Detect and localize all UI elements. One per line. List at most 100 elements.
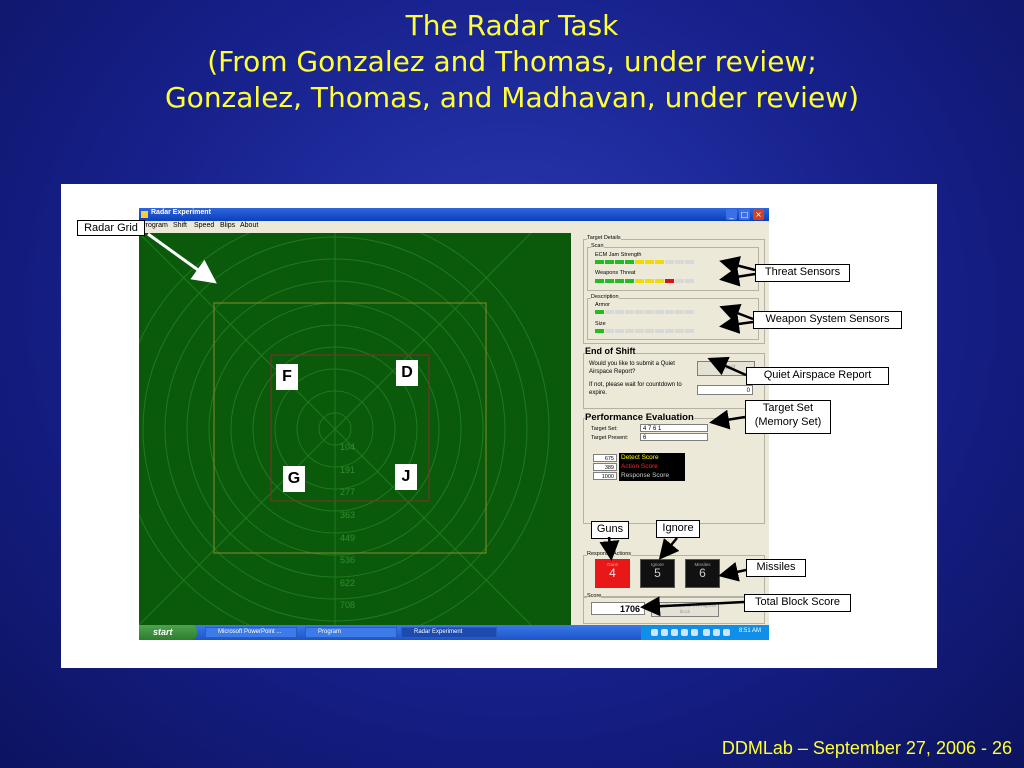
window-titlebar[interactable]: Radar Experiment _ □ × — [139, 208, 769, 221]
size-meter — [595, 329, 694, 333]
meter-segment — [635, 329, 644, 333]
meter-segment — [655, 260, 664, 264]
response-score-label: Response Score — [621, 472, 670, 479]
clear-score-button[interactable]: Clear the Score for In Progress block — [651, 602, 719, 617]
blip-d[interactable]: D — [396, 360, 418, 386]
start-label: start — [153, 627, 173, 637]
guns-label: Guns — [607, 562, 618, 567]
score-label: Score — [587, 593, 602, 599]
callout-weapon-system-sensors: Weapon System Sensors — [753, 311, 902, 329]
meter-segment — [675, 310, 684, 314]
meter-segment — [655, 279, 664, 283]
menu-shift[interactable]: Shift — [173, 222, 188, 229]
meter-segment — [645, 310, 654, 314]
radar-experiment-window: Radar Experiment _ □ × Program Shift Spe… — [139, 208, 769, 640]
title-line-1: The Radar Task — [405, 9, 619, 42]
close-button[interactable]: × — [753, 209, 764, 220]
meter-segment — [655, 310, 664, 314]
missiles-label: Missiles — [694, 562, 711, 567]
meter-segment — [635, 260, 644, 264]
range-label: 536 — [340, 555, 356, 565]
taskbar-item-program[interactable]: Program — [305, 627, 397, 638]
blip-g[interactable]: G — [283, 466, 305, 492]
callout-quiet-airspace-report: Quiet Airspace Report — [746, 367, 889, 385]
start-button[interactable]: start — [139, 625, 197, 640]
description-group — [587, 298, 759, 340]
menu-about[interactable]: About — [240, 222, 259, 229]
meter-segment — [645, 329, 654, 333]
meter-segment — [605, 329, 614, 333]
meter-segment — [655, 329, 664, 333]
callout-ignore: Ignore — [656, 520, 700, 538]
missiles-key: 6 — [699, 566, 706, 580]
tray-app-icon[interactable] — [723, 629, 730, 636]
meter-segment — [615, 260, 624, 264]
range-label: 622 — [340, 578, 356, 588]
callout-target-set-line2: (Memory Set) — [754, 416, 822, 428]
ecm-label: ECM Jam Strength — [595, 252, 642, 258]
menu-blips[interactable]: Blips — [220, 222, 236, 229]
minimize-button[interactable]: _ — [726, 209, 737, 220]
meter-segment — [665, 260, 674, 264]
taskbar: start Microsoft PowerPoint ... Program R… — [139, 625, 769, 640]
taskbar-item-radar-experiment[interactable]: Radar Experiment — [401, 627, 497, 638]
tray-app-icon[interactable] — [681, 629, 688, 636]
ecm-strength-meter — [595, 260, 694, 264]
tray-volume-icon[interactable] — [661, 629, 668, 636]
action-score-value: 389 — [593, 463, 617, 471]
meter-segment — [685, 260, 694, 264]
slide-footer: DDMLab – September 27, 2006 - 26 — [721, 738, 1012, 758]
meter-segment — [675, 260, 684, 264]
guns-button[interactable]: Guns 4 — [595, 559, 630, 588]
target-set-field: 4 7 6 1 — [640, 424, 708, 432]
blip-j[interactable]: J — [395, 464, 417, 490]
tray-app-icon[interactable] — [713, 629, 720, 636]
tray-app-icon[interactable] — [671, 629, 678, 636]
ignore-button[interactable]: Ignore 5 — [640, 559, 675, 588]
response-score-value: 1000 — [593, 472, 617, 480]
description-label: Description — [591, 294, 619, 300]
menu-bar: Program Shift Speed Blips About — [139, 221, 769, 233]
meter-segment — [605, 310, 614, 314]
meter-segment — [685, 310, 694, 314]
meter-segment — [635, 310, 644, 314]
tray-app-icon[interactable] — [691, 629, 698, 636]
taskbar-item-powerpoint[interactable]: Microsoft PowerPoint ... — [205, 627, 297, 638]
control-panel: Target Details Scan ECM Jam Strength Wea… — [571, 233, 769, 625]
weapons-threat-label: Weapons Threat — [595, 270, 636, 276]
meter-segment — [685, 329, 694, 333]
target-set-label: Target Set: — [591, 426, 618, 432]
ignore-key: 5 — [654, 566, 661, 580]
performance-heading: Performance Evaluation — [585, 412, 694, 423]
armor-label: Armor — [595, 302, 610, 308]
blip-f[interactable]: F — [276, 364, 298, 390]
tray-app-icon[interactable] — [703, 629, 710, 636]
missiles-button[interactable]: Missiles 6 — [685, 559, 720, 588]
system-tray: 8:51 AM — [641, 625, 769, 640]
meter-segment — [625, 310, 634, 314]
weapons-threat-meter — [595, 279, 694, 283]
armor-meter — [595, 310, 694, 314]
menu-speed[interactable]: Speed — [194, 222, 215, 229]
meter-segment — [625, 260, 634, 264]
meter-segment — [615, 279, 624, 283]
radar-grid[interactable]: F D G J 104 191 277 363 449 536 622 708 — [139, 233, 571, 625]
menu-program[interactable]: Program — [141, 222, 168, 229]
radar-rings-graphic — [139, 233, 550, 625]
meter-segment — [595, 310, 604, 314]
slide-title: The Radar Task (From Gonzalez and Thomas… — [0, 8, 1024, 116]
target-details-group — [583, 239, 765, 344]
tray-clock: 8:51 AM — [738, 628, 761, 634]
maximize-button[interactable]: □ — [739, 209, 750, 220]
countdown-note: If not, please wait for countdown to exp… — [589, 382, 682, 396]
end-of-shift-heading: End of Shift — [585, 346, 636, 356]
meter-segment — [595, 279, 604, 283]
meter-segment — [675, 279, 684, 283]
meter-segment — [625, 329, 634, 333]
meter-segment — [665, 310, 674, 314]
range-label: 104 — [340, 442, 356, 452]
meter-segment — [615, 310, 624, 314]
tray-network-icon[interactable] — [651, 629, 658, 636]
callout-radar-grid: Radar Grid — [77, 220, 145, 236]
meter-segment — [675, 329, 684, 333]
